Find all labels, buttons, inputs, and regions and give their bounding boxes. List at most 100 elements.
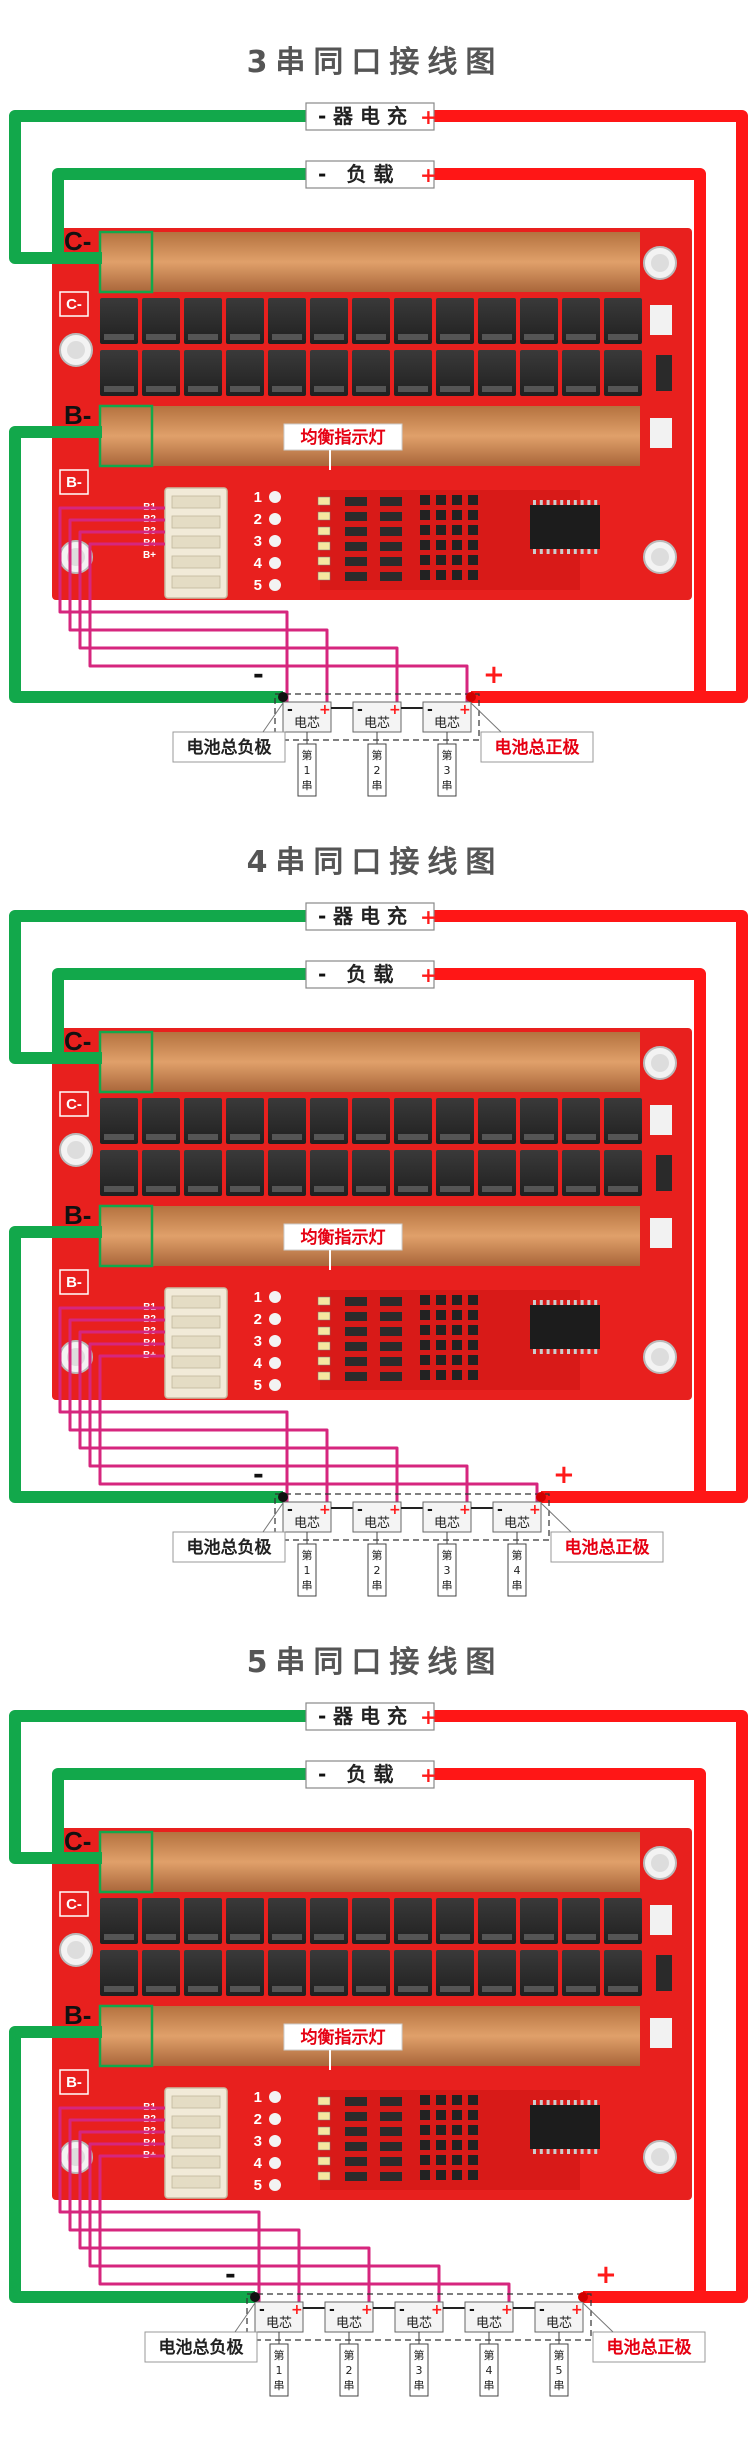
load-negative-wire — [52, 168, 306, 258]
mosfet — [310, 1898, 348, 1944]
resistor — [345, 497, 367, 506]
balance-led — [317, 571, 331, 581]
charger-positive-wire — [434, 910, 748, 1503]
smd-transistor — [452, 540, 462, 550]
pad — [269, 557, 281, 569]
battery-negative-label: 电池总负极 — [159, 2337, 244, 2358]
smd-transistor — [436, 1340, 446, 1350]
smd-transistor — [468, 555, 478, 565]
mosfet — [604, 298, 642, 344]
pack-plus-sign: + — [553, 1460, 575, 1490]
load-label-box — [305, 160, 435, 189]
cell-tag-box — [549, 2343, 569, 2397]
ic-pin — [546, 2149, 550, 2154]
resistor — [380, 2172, 402, 2181]
cell-tag-box — [479, 2343, 499, 2397]
mounting-hole-inner — [651, 2148, 669, 2166]
mosfet — [562, 350, 600, 396]
connector-slot — [171, 2155, 221, 2169]
mosfet-tab — [398, 1186, 428, 1192]
mosfet — [604, 1898, 642, 1944]
mosfet-tab — [482, 1186, 512, 1192]
side-c-label: C- — [66, 296, 82, 313]
load-plus: + — [420, 1763, 437, 1787]
battery-positive-pointer — [470, 702, 502, 733]
side-b-box — [59, 1269, 89, 1295]
mosfet-tab — [608, 1986, 638, 1992]
mosfet-tab — [230, 1986, 260, 1992]
load-minus: - — [318, 162, 326, 186]
mosfet — [100, 1950, 138, 1996]
mosfet-tab — [272, 1186, 302, 1192]
mosfet — [520, 350, 558, 396]
cell-plus: + — [459, 1502, 471, 1518]
mosfet — [142, 1150, 180, 1196]
mosfet-tab — [440, 1934, 470, 1940]
mosfet-tab — [314, 1134, 344, 1140]
smd-transistor — [436, 2140, 446, 2150]
cell-minus: - — [497, 1502, 503, 1518]
battery-positive-pointer — [582, 2302, 614, 2333]
balance-led — [317, 1296, 331, 1306]
mosfet-tab — [104, 1186, 134, 1192]
resistor — [380, 1327, 402, 1336]
resistor — [345, 1312, 367, 1321]
battery-negative-box — [144, 2331, 258, 2363]
smd-transistor — [436, 2155, 446, 2165]
mosfet — [310, 1098, 348, 1144]
mounting-hole-inner — [651, 548, 669, 566]
ic-pin — [567, 1349, 570, 1354]
mosfet-tab — [440, 1134, 470, 1140]
battery-positive-pointer — [540, 1502, 572, 1533]
cell-label: 电芯 — [434, 1516, 460, 1531]
mosfet — [142, 1898, 180, 1944]
mosfet-tab — [272, 1934, 302, 1940]
smd-transistor — [452, 555, 462, 565]
cell-tag-char: 串 — [484, 2379, 495, 2392]
ic-pin — [539, 549, 543, 554]
mounting-hole-inner — [67, 1141, 85, 1159]
charger-plus: + — [420, 105, 437, 129]
smd-transistor — [436, 2095, 446, 2105]
mosfet — [394, 1098, 432, 1144]
cell-tag-char: 2 — [374, 1564, 381, 1577]
pad — [269, 513, 281, 525]
ic-pin — [560, 2149, 564, 2154]
ic-pin — [546, 500, 550, 505]
balance-led — [317, 541, 331, 551]
ic-pin — [539, 1300, 543, 1305]
mosfet — [562, 1150, 600, 1196]
mosfet — [142, 350, 180, 396]
smd-transistor — [452, 570, 462, 580]
smd-part — [650, 418, 672, 448]
pad — [269, 2091, 281, 2103]
mosfet-tab — [482, 334, 512, 340]
pack-minus-sign: - — [225, 2260, 236, 2290]
resistor — [380, 1372, 402, 1381]
resistor — [345, 557, 367, 566]
cell-label: 电芯 — [294, 1516, 320, 1531]
connector-slot — [171, 575, 221, 589]
mosfet — [520, 1898, 558, 1944]
mosfet-tab — [188, 1186, 218, 1192]
mosfet — [520, 298, 558, 344]
charger-plus: + — [420, 905, 437, 929]
battery-positive-box — [480, 731, 594, 763]
ic-pin — [587, 2100, 591, 2105]
ic-pin — [567, 549, 570, 554]
smd-part — [650, 2018, 672, 2048]
ic-pin — [546, 1349, 550, 1354]
connector-slot — [171, 1355, 221, 1369]
smd-transistor — [452, 1340, 462, 1350]
side-b-box — [59, 2069, 89, 2095]
cell-minus: - — [469, 2302, 475, 2318]
battery-negative-wire — [9, 426, 283, 703]
battery-negative-box — [172, 731, 286, 763]
mosfet — [604, 350, 642, 396]
cell-tag-char: 第 — [484, 2348, 495, 2362]
mosfet — [142, 1098, 180, 1144]
balance-led — [317, 1311, 331, 1321]
balance-led — [317, 2171, 331, 2181]
cell-tag-box — [269, 2343, 289, 2397]
battery-negative-pointer — [234, 2302, 256, 2333]
